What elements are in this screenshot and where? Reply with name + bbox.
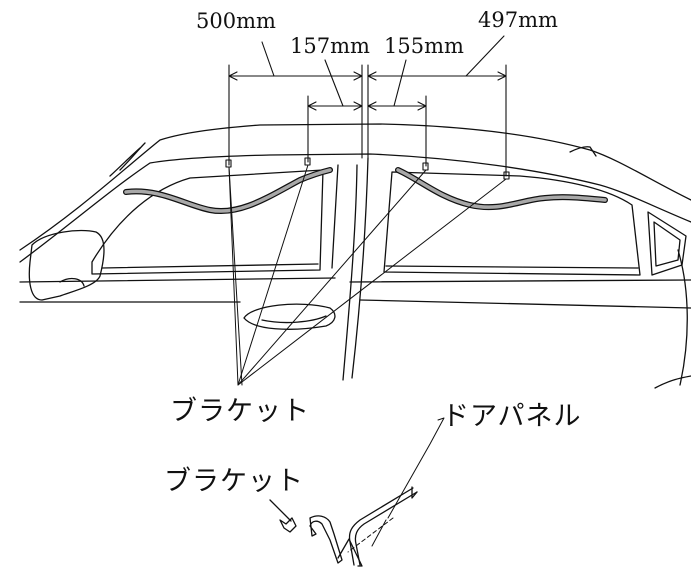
dimension-label-497: 497mm [478, 8, 558, 32]
bracket-section [269, 499, 343, 564]
rear-window [383, 171, 641, 276]
door-panel-section [337, 486, 418, 567]
dimension-label-155: 155mm [384, 34, 464, 58]
bracket-label: ブラケット [170, 396, 310, 427]
visor-rail-front [123, 167, 333, 215]
bracket-detail-label: ブラケット [164, 466, 304, 497]
dimension-lines [228, 35, 507, 177]
dimension-label-500: 500mm [196, 9, 276, 33]
bracket-leader-lines [228, 164, 507, 386]
dimension-label-157: 157mm [290, 34, 370, 58]
b-pillar [331, 157, 369, 381]
door-handle [243, 303, 336, 330]
quarter-window [647, 211, 687, 276]
visor-rail-rear [395, 167, 608, 211]
side-mirror [28, 229, 105, 301]
door-panel-label: ドアパネル [442, 401, 582, 432]
door-panel-leader [347, 417, 445, 553]
roof-outline [19, 123, 691, 263]
body-lines [19, 249, 691, 389]
